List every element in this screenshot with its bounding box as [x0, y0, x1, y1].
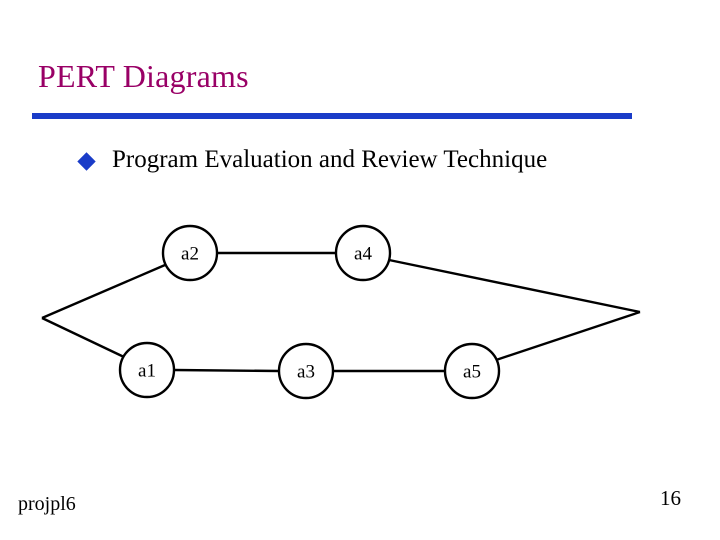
pert-node-a1-label: a1 [138, 361, 156, 382]
pert-diagram-svg: a2 a4 a1 a3 a5 [41, 224, 641, 400]
pert-node-a5-label: a5 [463, 362, 481, 383]
edge-start-to-a1 [41, 316, 125, 359]
pert-node-a4-label: a4 [354, 244, 372, 265]
edge-a4-to-end [388, 258, 641, 314]
edge-a1-to-a3 [173, 368, 280, 373]
pert-node-a5[interactable]: a5 [443, 342, 501, 400]
diamond-bullet-icon [77, 151, 96, 171]
edge-start-to-a2 [41, 263, 166, 320]
pert-node-a1[interactable]: a1 [118, 341, 176, 399]
edge-a5-to-end [495, 310, 641, 362]
pert-node-a2-label: a2 [181, 244, 199, 265]
pert-node-a4[interactable]: a4 [334, 224, 392, 282]
slide-number: 16 [660, 486, 681, 510]
bullet-item-label: Program Evaluation and Review Technique [112, 146, 548, 173]
footer-label: projpl6 [18, 493, 76, 515]
page-title: PERT Diagrams [38, 58, 249, 94]
pert-node-a2[interactable]: a2 [161, 224, 219, 282]
pert-node-a3-label: a3 [297, 362, 315, 383]
pert-diagram: a2 a4 a1 a3 a5 [0, 190, 720, 440]
title-divider [32, 113, 632, 119]
bullet-list-item: Program Evaluation and Review Technique [77, 145, 548, 175]
pert-node-a3[interactable]: a3 [277, 342, 335, 400]
